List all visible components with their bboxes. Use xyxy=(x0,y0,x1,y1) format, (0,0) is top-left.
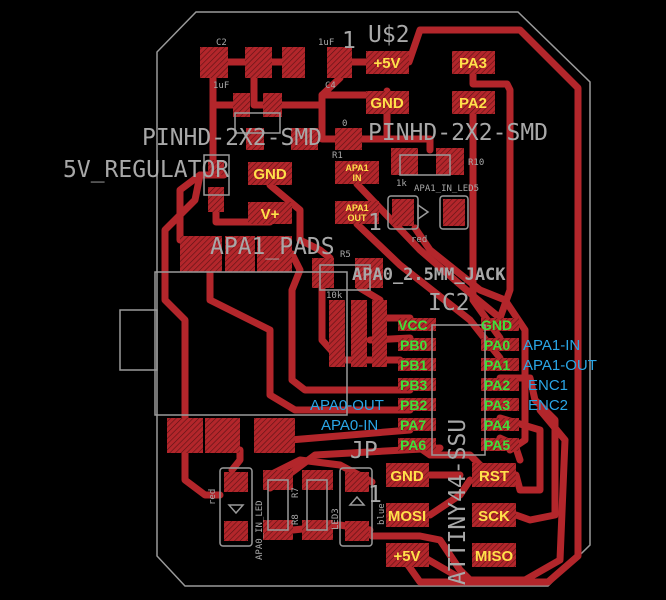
net-apa0-in: APA0-IN xyxy=(321,417,378,434)
copper-traces xyxy=(161,26,582,586)
r1-label: R1 xyxy=(332,151,343,161)
r8-label: R8 xyxy=(291,514,301,525)
jp-5v-label: +5V xyxy=(393,548,420,565)
pad-apa1-in-label: IN xyxy=(353,173,362,183)
led5-label: APA1_IN_LED5 xyxy=(414,184,479,194)
led-color: blue xyxy=(377,503,387,525)
ic-pin-label: PA4 xyxy=(484,417,510,433)
part-pinhd-right-label: PINHD-2X2-SMD xyxy=(368,120,548,146)
ic-pin-label: PB3 xyxy=(400,377,427,393)
ic-pin-label: PA0 xyxy=(484,337,510,353)
r-value-0: 0 xyxy=(342,119,347,129)
pad-5v-label: +5V xyxy=(373,55,400,72)
led-color: red xyxy=(208,489,218,505)
ic-pin-label: PA3 xyxy=(484,397,510,413)
part-u2-label: U$2 xyxy=(368,22,410,48)
c4-value: 1uF xyxy=(318,38,334,48)
jp-mosi-label: MOSI xyxy=(388,508,426,525)
smd-pads xyxy=(167,47,465,541)
pad-gnd-label: GND xyxy=(370,95,404,112)
part-ic2-label: IC2 xyxy=(428,290,470,316)
jp-rst-label: RST xyxy=(479,468,509,485)
part-jack-label: APA0_2.5MM_JACK xyxy=(352,265,506,285)
c2-label: C2 xyxy=(216,38,227,48)
part-pinhd-left-label: PINHD-2X2-SMD xyxy=(142,125,322,151)
pin1-marker: 1 xyxy=(342,28,356,54)
ic-pin-label: GND xyxy=(481,317,512,333)
part-regulator-label: 5V_REGULATOR xyxy=(63,157,229,183)
part-apa1-pads-label: APA1_PADS xyxy=(210,234,335,260)
pin1-marker: 1 xyxy=(368,482,382,508)
pad-apa1-in-label: APA1 xyxy=(345,163,368,173)
r5-value: 10k xyxy=(326,291,343,301)
ic-pin-label: PB1 xyxy=(400,357,427,373)
r5-label: R5 xyxy=(340,250,351,260)
net-apa1-in: APA1-IN xyxy=(523,337,580,354)
pad-gnd-label: GND xyxy=(253,166,287,183)
ic-pin-pads xyxy=(398,318,519,451)
pin1-marker: 1 xyxy=(368,210,382,236)
net-enc1: ENC1 xyxy=(528,377,568,394)
ic-pin-labels-left: VCC PB0 PB1 PB3 PB2 PA7 PA6 xyxy=(398,317,428,453)
jp-miso-label: MISO xyxy=(475,548,514,565)
ic-pin-label: PA5 xyxy=(484,437,510,453)
part-jp-label: JP xyxy=(350,438,378,464)
led-icon xyxy=(348,495,366,506)
pad-apa1-out-label: APA1 xyxy=(345,203,368,213)
net-apa1-out: APA1-OUT xyxy=(523,357,597,374)
c2-value: 1uF xyxy=(213,81,229,91)
part-attiny-label: ATTINY44-SSU xyxy=(445,419,471,585)
led-icon xyxy=(227,504,245,515)
r10-label: R10 xyxy=(468,158,484,168)
ic-pin-label: PA2 xyxy=(484,377,510,393)
r7-label: R7 xyxy=(291,487,301,498)
ic-pin-label: PA6 xyxy=(400,437,426,453)
ic-pin-label: PA7 xyxy=(400,417,426,433)
ic-pin-label: PB2 xyxy=(400,397,427,413)
pad-pa3-label: PA3 xyxy=(459,55,487,72)
pad-apa1-out-label: OUT xyxy=(348,213,368,223)
ic-pin-labels-right: GND PA0 PA1 PA2 PA3 PA4 PA5 xyxy=(481,317,512,453)
pad-vplus-label: V+ xyxy=(261,206,280,223)
led-label: APA0_IN_LED xyxy=(255,500,265,560)
led-icon xyxy=(417,203,430,221)
pad-pa2-label: PA2 xyxy=(459,95,487,112)
r10-value: 1k xyxy=(396,179,407,189)
ic-pin-label: PB0 xyxy=(400,337,427,353)
led-label: LED3 xyxy=(331,508,341,530)
silkscreen-outlines xyxy=(119,112,486,547)
led-color: red xyxy=(411,235,427,245)
jp-sck-label: SCK xyxy=(478,508,510,525)
jp-gnd-label: GND xyxy=(390,468,424,485)
net-enc2: ENC2 xyxy=(528,397,568,414)
ic-pin-label: VCC xyxy=(398,317,428,333)
net-apa0-out: APA0-OUT xyxy=(310,397,384,414)
c4-label: C4 xyxy=(325,81,336,91)
board-outline xyxy=(156,11,591,587)
ic-pin-label: PA1 xyxy=(484,357,510,373)
labeled-pads xyxy=(248,51,519,567)
